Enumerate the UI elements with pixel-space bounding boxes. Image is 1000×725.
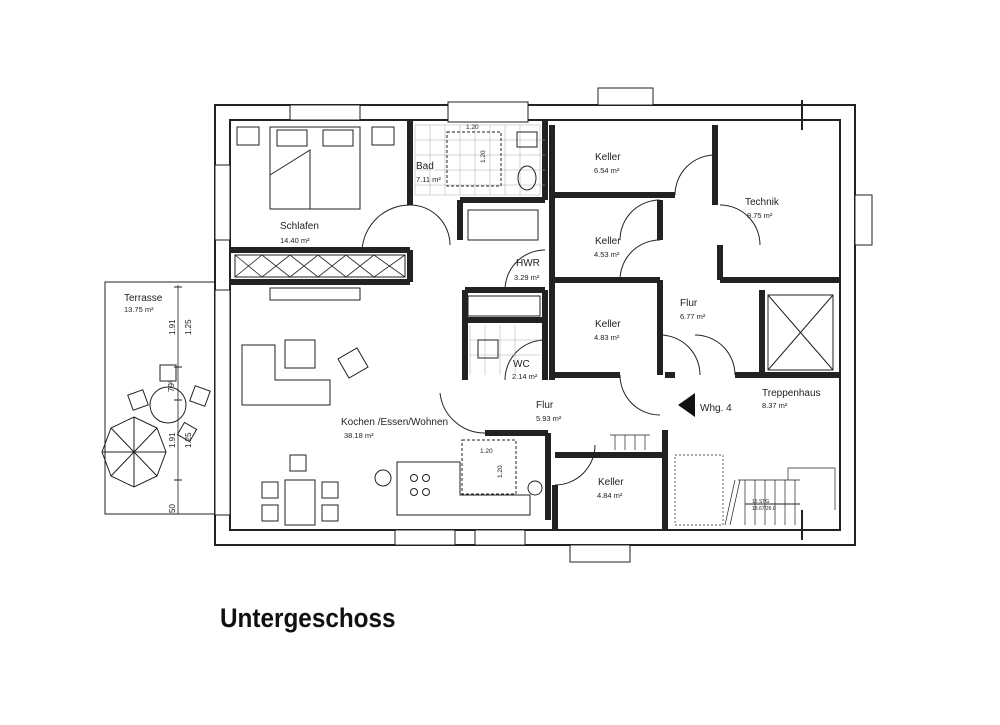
terrace-window xyxy=(214,289,231,516)
kitchen-counter xyxy=(396,461,531,516)
room-name-keller4: Keller xyxy=(598,477,624,488)
room-area-kochen: 38.18 m² xyxy=(344,431,374,440)
room-name-flur2: Flur xyxy=(680,298,698,309)
room-name-terrasse: Terrasse xyxy=(124,293,163,304)
toilet-bad xyxy=(517,165,537,191)
room-name-bad: Bad xyxy=(416,161,434,172)
hwr-appliances xyxy=(467,295,541,317)
sink-bad xyxy=(516,131,538,148)
light-well xyxy=(569,544,631,563)
toilet-wc xyxy=(477,339,499,359)
stair-ratio: 18.67/26.0 xyxy=(752,506,776,512)
room-name-wc: WC xyxy=(513,359,530,370)
light-well xyxy=(597,87,654,106)
room-name-flur1: Flur xyxy=(536,400,554,411)
room-area-hwr: 3.29 m² xyxy=(514,273,540,282)
staircase xyxy=(610,434,836,526)
dim-6: 50 xyxy=(168,504,177,513)
kitchen-shower-area xyxy=(461,439,517,495)
dim-1: 1.91 xyxy=(168,319,177,335)
room-name-treppenhaus: Treppenhaus xyxy=(762,388,821,399)
room-area-schlafen: 14.40 m² xyxy=(280,236,310,245)
stair-count: 15 STG xyxy=(752,499,769,505)
room-area-keller4: 4.84 m² xyxy=(597,491,623,500)
bathtub xyxy=(467,209,539,241)
room-area-terrasse: 13.75 m² xyxy=(124,305,154,314)
room-name-keller1: Keller xyxy=(595,152,621,163)
dim-2: 1.25 xyxy=(184,319,193,335)
bed xyxy=(269,126,361,210)
sideboard xyxy=(269,287,361,301)
room-area-flur1: 5.93 m² xyxy=(536,414,562,423)
room-name-keller3: Keller xyxy=(595,319,621,330)
elevator-shaft xyxy=(767,294,834,371)
room-area-technik: 9.75 m² xyxy=(747,211,773,220)
window xyxy=(214,164,231,241)
room-area-wc: 2.14 m² xyxy=(512,372,538,381)
room-name-keller2: Keller xyxy=(595,236,621,247)
window xyxy=(289,104,361,121)
window xyxy=(447,101,529,123)
dining-table xyxy=(284,479,316,526)
door-schlafen xyxy=(361,204,411,251)
floor-title: Untergeschoss xyxy=(220,603,396,633)
room-name-schlafen: Schlafen xyxy=(280,221,319,232)
coffee-table xyxy=(284,339,316,369)
kitchen-area-height: 1.20 xyxy=(497,465,504,478)
shower-width: 1.20 xyxy=(466,124,479,131)
room-name-kochen: Kochen /Essen/Wohnen xyxy=(341,417,448,428)
dim-3: 79⁵ xyxy=(167,380,176,392)
spiral-staircase xyxy=(101,416,167,488)
entrance-label: Whg. 4 xyxy=(700,403,732,414)
wardrobe xyxy=(234,254,406,278)
window xyxy=(394,529,456,546)
shower xyxy=(446,131,502,187)
room-name-hwr: HWR xyxy=(516,258,540,269)
terrace-table xyxy=(149,386,187,424)
room-area-keller1: 6.54 m² xyxy=(594,166,620,175)
terrace xyxy=(104,281,216,515)
dim-4: 1.91 xyxy=(168,432,177,448)
room-name-technik: Technik xyxy=(745,197,780,208)
kitchen-area-width: 1.20 xyxy=(480,448,493,455)
light-well xyxy=(854,194,873,246)
room-area-keller3: 4.83 m² xyxy=(594,333,620,342)
sofa xyxy=(241,344,331,406)
shower-height: 1.20 xyxy=(480,150,487,163)
dim-5: 1.25 xyxy=(184,432,193,448)
armchair xyxy=(337,347,369,379)
inner-wall-line xyxy=(229,119,841,531)
room-area-bad: 7.11 m² xyxy=(416,175,441,184)
window xyxy=(474,529,526,546)
room-area-treppenhaus: 8.37 m² xyxy=(762,401,788,410)
entrance-arrow-icon xyxy=(678,393,695,417)
room-area-flur2: 6.77 m² xyxy=(680,312,706,321)
room-area-keller2: 4.53 m² xyxy=(594,250,620,259)
